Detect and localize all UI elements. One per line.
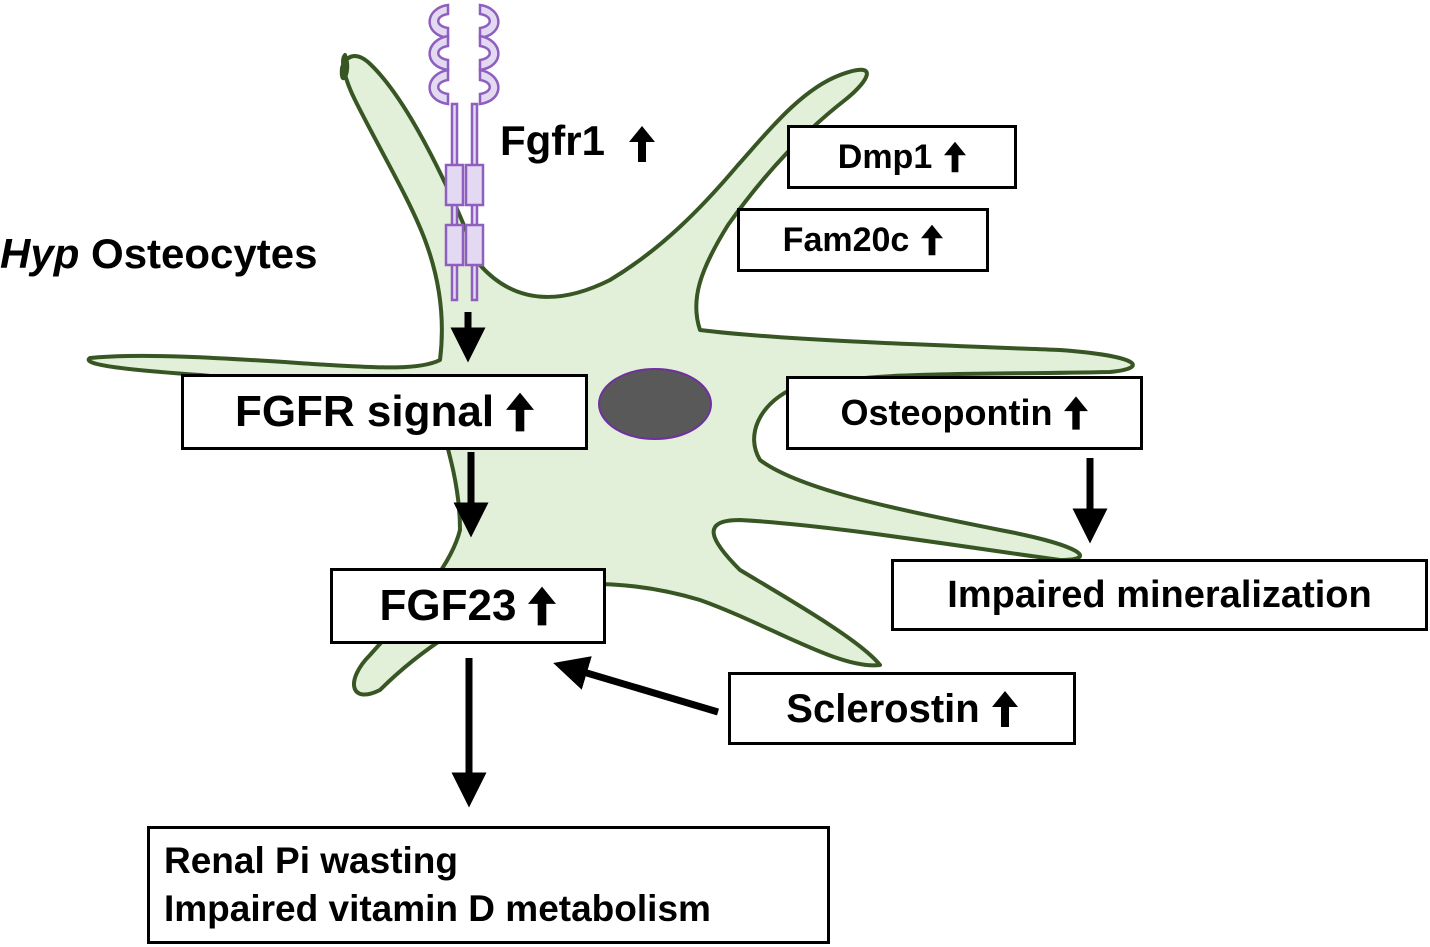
arrow-sclerostin-to-fgf23: [553, 656, 719, 716]
outcome-line-renal: Renal Pi wasting: [164, 839, 459, 881]
fgfr-signal-label: FGFR signal: [234, 387, 495, 436]
fam20c-box: Fam20c: [737, 208, 989, 272]
osteopontin-box: Osteopontin: [786, 376, 1143, 450]
osteopontin-label: Osteopontin: [840, 392, 1053, 433]
dmp1-label: Dmp1: [837, 138, 933, 176]
title-italic: Hyp: [0, 230, 80, 277]
fgf23-box: FGF23: [330, 568, 606, 644]
impaired-mineralization-label: Impaired mineralization: [947, 574, 1372, 616]
title-rest: Osteocytes: [91, 230, 318, 277]
outcome-line-vitamin-d: Impaired vitamin D metabolism: [164, 888, 711, 929]
fgf23-label: FGF23: [379, 581, 517, 630]
flow-arrows: [450, 312, 1108, 808]
fgfr1-label-text: Fgfr1: [500, 117, 605, 164]
up-arrow-icon: [921, 224, 944, 256]
sclerostin-label: Sclerostin: [786, 686, 980, 731]
fgfr-signal-box: FGFR signal: [181, 374, 588, 450]
up-arrow-icon: [528, 586, 557, 626]
impaired-mineralization-box: Impaired mineralization: [891, 559, 1428, 631]
up-arrow-icon: [944, 141, 967, 173]
fgfr1-receptor-icon: [428, 3, 500, 302]
up-arrow-icon: [991, 690, 1018, 727]
diagram-title: Hyp Osteocytes: [0, 233, 317, 275]
nucleus: [598, 368, 712, 440]
up-arrow-icon: [506, 392, 535, 432]
dmp1-box: Dmp1: [787, 125, 1017, 189]
fgfr1-label: Fgfr1: [500, 120, 655, 162]
up-arrow-icon: [628, 125, 655, 162]
sclerostin-box: Sclerostin: [728, 672, 1076, 745]
up-arrow-icon: [1064, 396, 1089, 430]
fam20c-label: Fam20c: [782, 221, 910, 259]
outcome-box: Renal Pi wasting Impaired vitamin D meta…: [147, 826, 830, 944]
